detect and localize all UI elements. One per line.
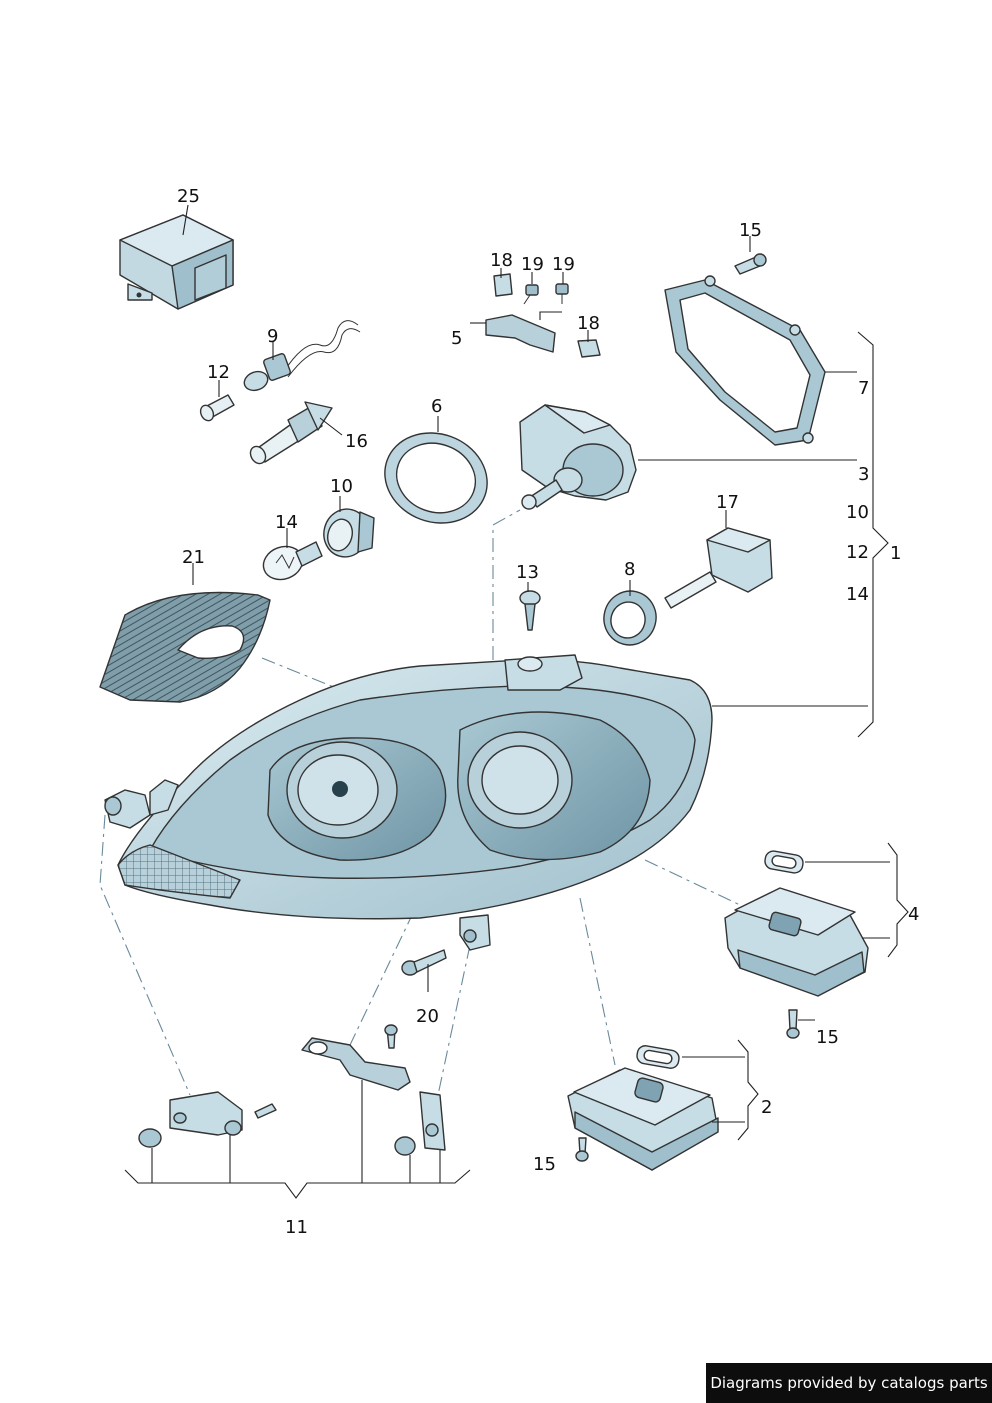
callout-16: 16 <box>345 431 368 452</box>
callout-3: 3 <box>858 464 869 485</box>
bulb-holder-part-9 <box>243 320 361 392</box>
callout-10b: 10 <box>846 502 869 523</box>
bracket-kit-part-11 <box>124 1024 471 1199</box>
callout-5: 5 <box>451 328 462 349</box>
brace-group-4 <box>887 842 909 958</box>
callout-21: 21 <box>182 547 205 568</box>
headlight-housing-part-1 <box>104 654 868 951</box>
callout-4: 4 <box>908 904 919 925</box>
callout-11: 11 <box>285 1217 308 1238</box>
xenon-bulb-part-17 <box>664 510 773 609</box>
screw-part-15-top <box>734 236 767 275</box>
ballast-part-4 <box>724 850 890 997</box>
callout-17: 17 <box>716 492 739 513</box>
brace-group-1 <box>857 331 889 738</box>
callout-labels: 25 18 19 19 15 5 18 9 12 7 6 16 3 10 17 … <box>177 186 919 1238</box>
h7-bulb-part-16 <box>249 401 343 465</box>
bulb-part-14 <box>262 528 323 581</box>
callout-9: 9 <box>267 326 278 347</box>
callout-12a: 12 <box>207 362 230 383</box>
callout-12b: 12 <box>846 542 869 563</box>
callout-14b: 14 <box>846 584 869 605</box>
brace-group-2 <box>737 1039 759 1141</box>
callout-25: 25 <box>177 186 200 207</box>
callout-15c: 15 <box>533 1154 556 1175</box>
sealing-ring-part-6 <box>384 416 488 524</box>
small-bulb-part-12 <box>199 380 235 422</box>
screw-part-13 <box>519 582 541 631</box>
callout-18a: 18 <box>490 250 513 271</box>
footer-credit: Diagrams provided by catalogs parts <box>706 1363 992 1403</box>
callout-15b: 15 <box>816 1027 839 1048</box>
callout-13: 13 <box>516 562 539 583</box>
callout-15a: 15 <box>739 220 762 241</box>
adjuster-motor-part-3 <box>519 404 857 510</box>
callout-18b: 18 <box>577 313 600 334</box>
callout-8: 8 <box>624 559 635 580</box>
callout-20: 20 <box>416 1006 439 1027</box>
bracket-part-5 <box>470 268 601 358</box>
callout-14a: 14 <box>275 512 298 533</box>
bulb-socket-part-10 <box>323 496 375 558</box>
screw-part-15-bottom <box>575 1137 589 1162</box>
callout-10a: 10 <box>330 476 353 497</box>
callout-19a: 19 <box>521 254 544 275</box>
callout-19b: 19 <box>552 254 575 275</box>
callout-2: 2 <box>761 1097 772 1118</box>
callout-1: 1 <box>890 543 901 564</box>
gasket-frame-part-7 <box>664 275 857 446</box>
cover-part-21 <box>99 563 271 703</box>
screw-part-15-right <box>786 1009 815 1039</box>
locking-ring-part-8 <box>603 580 657 646</box>
control-unit-part-25 <box>119 204 234 310</box>
callout-6: 6 <box>431 396 442 417</box>
screw-part-20 <box>401 949 447 992</box>
callout-7: 7 <box>858 378 869 399</box>
ballast-part-2 <box>567 1045 745 1171</box>
